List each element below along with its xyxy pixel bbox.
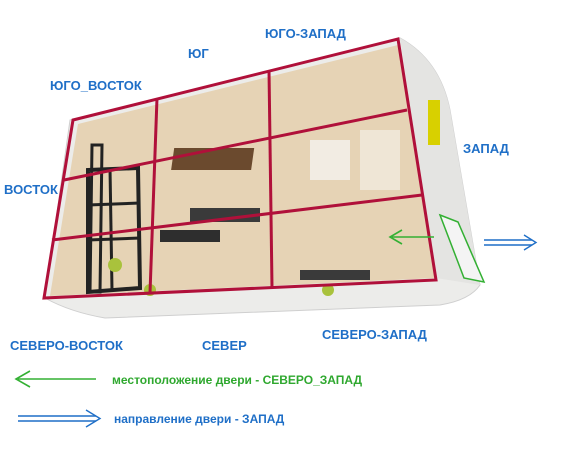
door-location-arrow-plan — [388, 229, 434, 245]
label-south-east: ЮГО_ВОСТОК — [50, 78, 142, 93]
door — [438, 213, 486, 284]
door-direction-arrow-plan — [484, 234, 538, 251]
label-north-east: СЕВЕРО-ВОСТОК — [10, 338, 123, 353]
wall-picture — [428, 100, 440, 145]
legend-blue-arrow — [18, 409, 102, 428]
bagua-grid — [42, 37, 438, 300]
label-south: ЮГ — [188, 46, 209, 61]
label-east: ВОСТОК — [4, 182, 58, 197]
grid-row-2 — [51, 193, 423, 242]
grid-col-1 — [148, 97, 159, 294]
dining-table — [190, 208, 260, 222]
legend-door-direction: направление двери - ЗАПАД — [114, 412, 285, 426]
label-south-west: ЮГО-ЗАПАД — [265, 26, 346, 41]
legend-green-arrow — [14, 370, 96, 388]
kitchen-counter — [171, 148, 255, 170]
grid-row-1 — [63, 108, 408, 182]
tv-unit — [300, 270, 370, 280]
label-west: ЗАПАД — [463, 141, 509, 156]
plant — [322, 284, 334, 296]
grid-col-2 — [267, 69, 274, 288]
label-north-west: СЕВЕРО-ЗАПАД — [322, 327, 427, 342]
bedroom-area — [360, 130, 400, 190]
label-north: СЕВЕР — [202, 338, 247, 353]
sofa — [160, 230, 220, 242]
apartment-floor — [50, 45, 436, 296]
plant — [108, 258, 122, 272]
bathroom-area — [310, 140, 350, 180]
wall-edge-right — [400, 38, 480, 285]
legend-door-location: местоположение двери - СЕВЕРО_ЗАПАД — [112, 373, 363, 387]
